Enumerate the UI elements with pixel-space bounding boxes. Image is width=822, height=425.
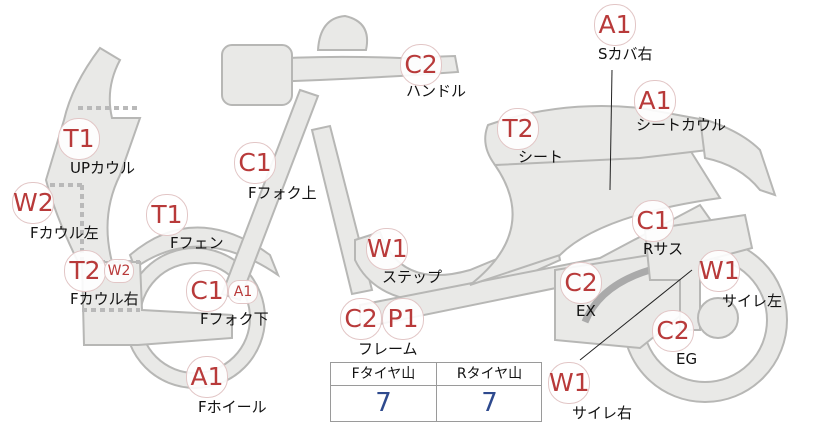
label-muffler-right: サイレ右 — [572, 404, 633, 422]
label-front-wheel: Fホイール — [198, 398, 267, 416]
leader-line-muffler — [579, 269, 693, 361]
rear-tire-column: Rタイヤ山 7 — [437, 363, 542, 421]
badge-front-cowl-right[interactable]: T2 — [64, 250, 106, 292]
label-front-cowl-left: Fカウル左 — [30, 224, 99, 242]
badge-seat-cowl[interactable]: A1 — [634, 80, 676, 122]
label-frame: フレーム — [358, 340, 418, 358]
rear-hub-shape — [697, 297, 739, 339]
headlight-shape — [221, 44, 293, 106]
exhaust-pipe-shape — [581, 266, 652, 324]
label-rear-sus: Rサス — [643, 240, 684, 258]
label-front-fork-upper: Fフォク上 — [248, 184, 317, 202]
side-cover-shape — [469, 148, 722, 286]
label-handle: ハンドル — [406, 82, 467, 100]
badge-muffler-right[interactable]: W1 — [548, 362, 590, 404]
front-tire-column: Fタイヤ山 7 — [331, 363, 437, 421]
label-exhaust: EX — [576, 302, 596, 320]
label-s-cover-right: Sカバ右 — [598, 45, 653, 63]
label-muffler-left: サイレ左 — [722, 292, 783, 310]
mirror-shape — [316, 14, 368, 51]
badge-seat[interactable]: T2 — [497, 108, 539, 150]
badge-front-cowl-right-sub[interactable]: W2 — [104, 259, 134, 283]
badge-step[interactable]: W1 — [366, 228, 408, 270]
badge-rear-sus[interactable]: C1 — [632, 200, 674, 242]
rear-tire-value[interactable]: 7 — [481, 388, 498, 418]
front-tire-header: Fタイヤ山 — [331, 363, 436, 386]
badge-front-wheel[interactable]: A1 — [186, 356, 228, 398]
badge-front-cowl-left[interactable]: W2 — [12, 182, 54, 224]
label-seat: シート — [518, 148, 564, 166]
badge-frame-c[interactable]: C2 — [340, 298, 382, 340]
badge-front-fork-lower-sub[interactable]: A1 — [228, 280, 258, 304]
badge-muffler-left[interactable]: W1 — [698, 250, 740, 292]
label-up-cowl: UPカウル — [70, 159, 136, 177]
front-tire-value[interactable]: 7 — [375, 388, 392, 418]
badge-front-fork-lower[interactable]: C1 — [186, 270, 228, 312]
cowl-dotted-lines — [50, 106, 140, 312]
badge-front-fork-upper[interactable]: C1 — [234, 142, 276, 184]
tire-tread-table: Fタイヤ山 7 Rタイヤ山 7 — [330, 362, 542, 422]
badge-frame-p[interactable]: P1 — [382, 298, 424, 340]
badge-s-cover-right[interactable]: A1 — [594, 4, 636, 46]
badge-exhaust[interactable]: C2 — [560, 262, 602, 304]
badge-handle[interactable]: C2 — [400, 44, 442, 86]
label-seat-cowl: シートカウル — [636, 116, 727, 134]
label-front-fork-lower: Fフォク下 — [200, 310, 269, 328]
leader-line-s-cover — [609, 69, 613, 191]
badge-front-fender[interactable]: T1 — [146, 194, 188, 236]
rear-tire-header: Rタイヤ山 — [437, 363, 542, 386]
seat-cowl-shape — [698, 116, 777, 197]
label-engine: EG — [676, 350, 698, 368]
label-front-cowl-right: Fカウル右 — [70, 290, 139, 308]
badge-engine[interactable]: C2 — [652, 310, 694, 352]
label-step: ステップ — [382, 268, 443, 286]
badge-up-cowl[interactable]: T1 — [58, 118, 100, 160]
label-front-fender: Fフェン — [170, 234, 224, 252]
